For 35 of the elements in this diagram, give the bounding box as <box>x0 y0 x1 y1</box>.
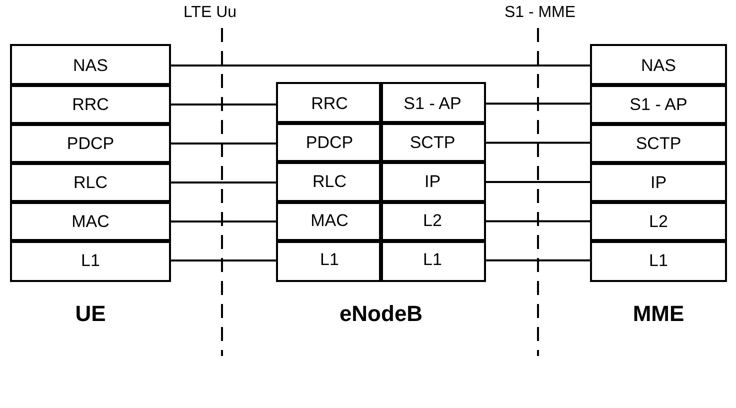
protocol-layer: RLC <box>10 161 171 204</box>
entity-label: eNodeB <box>339 301 423 327</box>
connector-line <box>171 182 276 184</box>
entity-label: MME <box>632 301 684 327</box>
protocol-stack <box>276 82 486 282</box>
protocol-layer: RRC <box>276 82 383 126</box>
connector-line <box>171 260 276 262</box>
connector-line <box>486 142 590 144</box>
protocol-layer: SCTP <box>379 121 486 164</box>
connector-line <box>486 181 590 183</box>
protocol-layer: PDCP <box>10 122 171 165</box>
protocol-layer: RRC <box>10 83 171 126</box>
protocol-layer: MAC <box>10 200 171 243</box>
protocol-layer: L2 <box>590 200 727 243</box>
protocol-layer: L2 <box>379 200 486 243</box>
protocol-layer: L1 <box>379 238 486 282</box>
connector-line <box>171 64 590 66</box>
protocol-layer: MAC <box>276 200 383 243</box>
protocol-layer: PDCP <box>276 121 383 164</box>
connector-line <box>171 220 276 222</box>
connector-line <box>171 142 276 144</box>
protocol-layer: L1 <box>276 238 383 282</box>
protocol-layer: S1 - AP <box>379 82 486 126</box>
protocol-layer: S1 - AP <box>590 83 727 126</box>
entity-label: UE <box>75 301 106 327</box>
protocol-layer: RLC <box>276 160 383 204</box>
protocol-layer: SCTP <box>590 122 727 165</box>
interface-label: S1 - MME <box>504 4 576 22</box>
connector-line <box>171 104 276 106</box>
connector-line <box>486 259 590 262</box>
protocol-layer: IP <box>590 161 727 204</box>
connector-line <box>486 102 590 105</box>
connector-line <box>486 220 590 222</box>
protocol-layer: IP <box>379 160 486 204</box>
interface-label: LTE Uu <box>183 4 237 22</box>
